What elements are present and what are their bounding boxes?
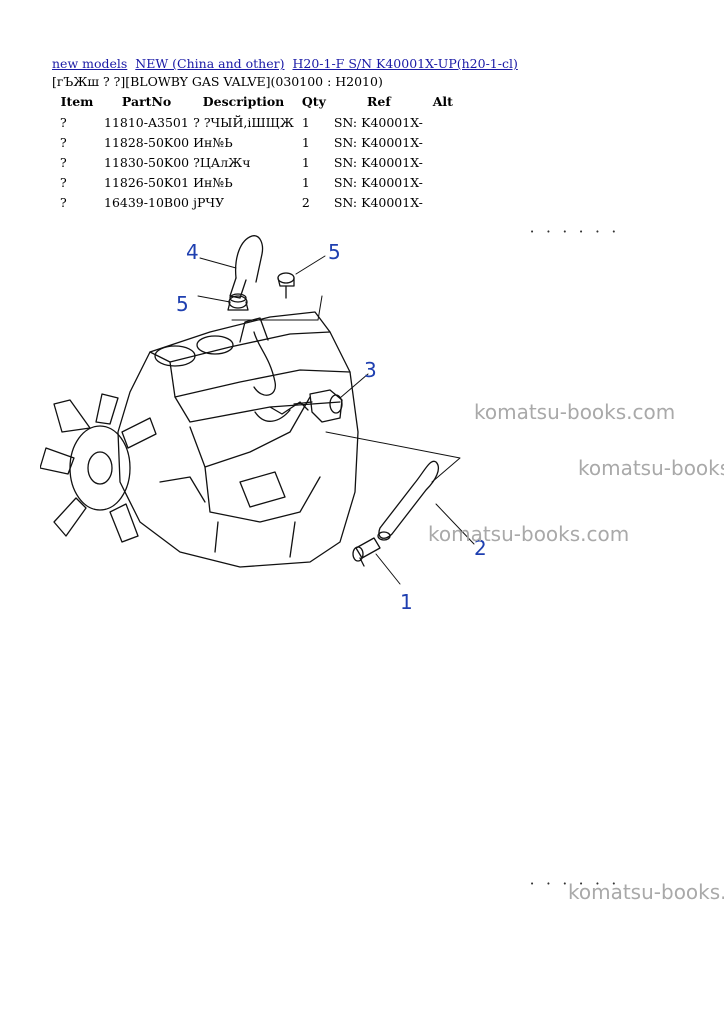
col-header-description: Description — [202, 94, 285, 109]
table-header-row: Item PartNo Description Qty Ref Alt — [52, 92, 460, 113]
callout-5: 5 — [176, 292, 189, 316]
col-header-alt: Alt — [432, 94, 453, 109]
breadcrumb-link-region[interactable]: NEW (China and other) — [135, 56, 285, 71]
callout-3: 3 — [364, 358, 377, 382]
col-header-qty: Qty — [301, 94, 326, 109]
cell-qty: 1 — [301, 135, 310, 150]
breadcrumb-link-new-models[interactable]: new models — [52, 56, 128, 71]
cell-alt — [426, 193, 460, 213]
cell-ref: SN: K40001X- — [333, 155, 423, 170]
cell-partno: 16439-10B00 — [104, 195, 189, 210]
leader-lines — [197, 255, 475, 585]
cell-description: Ин№Ь — [193, 175, 233, 190]
figure-code-top: • • • • • • — [530, 228, 621, 236]
cell-description: јРЧУ — [193, 195, 225, 210]
cell-partno: 11810-A3501 — [104, 115, 189, 130]
cell-ref: SN: K40001X- — [333, 115, 423, 130]
cell-qty: 1 — [301, 175, 310, 190]
cell-ref: SN: K40001X- — [333, 195, 423, 210]
cell-qty: 1 — [301, 115, 310, 130]
table-row: ? 11828-50K00 Ин№Ь 1 SN: K40001X- — [52, 133, 460, 153]
breather-hose-part — [229, 235, 264, 303]
col-header-item: Item — [60, 94, 94, 109]
table-row: ? 11826-50K01 Ин№Ь 1 SN: K40001X- — [52, 173, 460, 193]
fitting-part — [352, 537, 381, 567]
col-header-partno: PartNo — [121, 94, 172, 109]
cell-item: ? — [60, 115, 67, 130]
cell-partno: 11828-50K00 — [104, 135, 190, 150]
cell-alt — [426, 173, 460, 193]
clamp-part — [277, 272, 295, 299]
fan-illustration — [40, 393, 157, 543]
cell-alt — [426, 113, 460, 133]
watermark: komatsu-books.com — [578, 456, 724, 480]
parts-table: Item PartNo Description Qty Ref Alt ? 11… — [52, 92, 460, 213]
cell-item: ? — [60, 175, 67, 190]
blowby-valve-part — [293, 389, 343, 423]
cell-ref: SN: K40001X- — [333, 175, 423, 190]
callout-2: 2 — [474, 536, 487, 560]
cell-alt — [426, 153, 460, 173]
callout-1: 1 — [400, 590, 413, 614]
cell-item: ? — [60, 155, 67, 170]
cell-description: ?ЦАлЖч — [193, 155, 251, 170]
cell-ref: SN: K40001X- — [333, 135, 423, 150]
cell-description: Ин№Ь — [193, 135, 233, 150]
page-subtitle: [гЪЖш ? ?][BLOWBY GAS VALVE](030100 : H2… — [52, 74, 383, 89]
hose-part — [377, 460, 440, 541]
table-row: ? 16439-10B00 јРЧУ 2 SN: K40001X- — [52, 193, 460, 213]
cell-item: ? — [60, 135, 67, 150]
callout-5: 5 — [328, 240, 341, 264]
col-header-ref: Ref — [367, 94, 391, 109]
engine-illustration — [117, 311, 359, 568]
cell-partno: 11830-50K00 — [104, 155, 190, 170]
cell-item: ? — [60, 195, 67, 210]
cell-alt — [426, 133, 460, 153]
cell-partno: 11826-50K01 — [104, 175, 190, 190]
table-row: ? 11830-50K00 ?ЦАлЖч 1 SN: K40001X- — [52, 153, 460, 173]
breadcrumb-link-model[interactable]: H20-1-F S/N K40001X-UP(h20-1-cl) — [292, 56, 518, 71]
cell-qty: 2 — [301, 195, 310, 210]
breadcrumb: new models NEW (China and other) H20-1-F… — [52, 56, 522, 71]
figure-code-bottom: • • • • • • — [530, 880, 621, 888]
exploded-parts-diagram — [40, 235, 475, 585]
cell-description: ? ?ЧЫЙ,іШЩЖ — [193, 115, 294, 130]
watermark: komatsu-books.com — [474, 400, 676, 424]
cell-qty: 1 — [301, 155, 310, 170]
callout-4: 4 — [186, 240, 199, 264]
table-row: ? 11810-A3501 ? ?ЧЫЙ,іШЩЖ 1 SN: K40001X- — [52, 113, 460, 133]
